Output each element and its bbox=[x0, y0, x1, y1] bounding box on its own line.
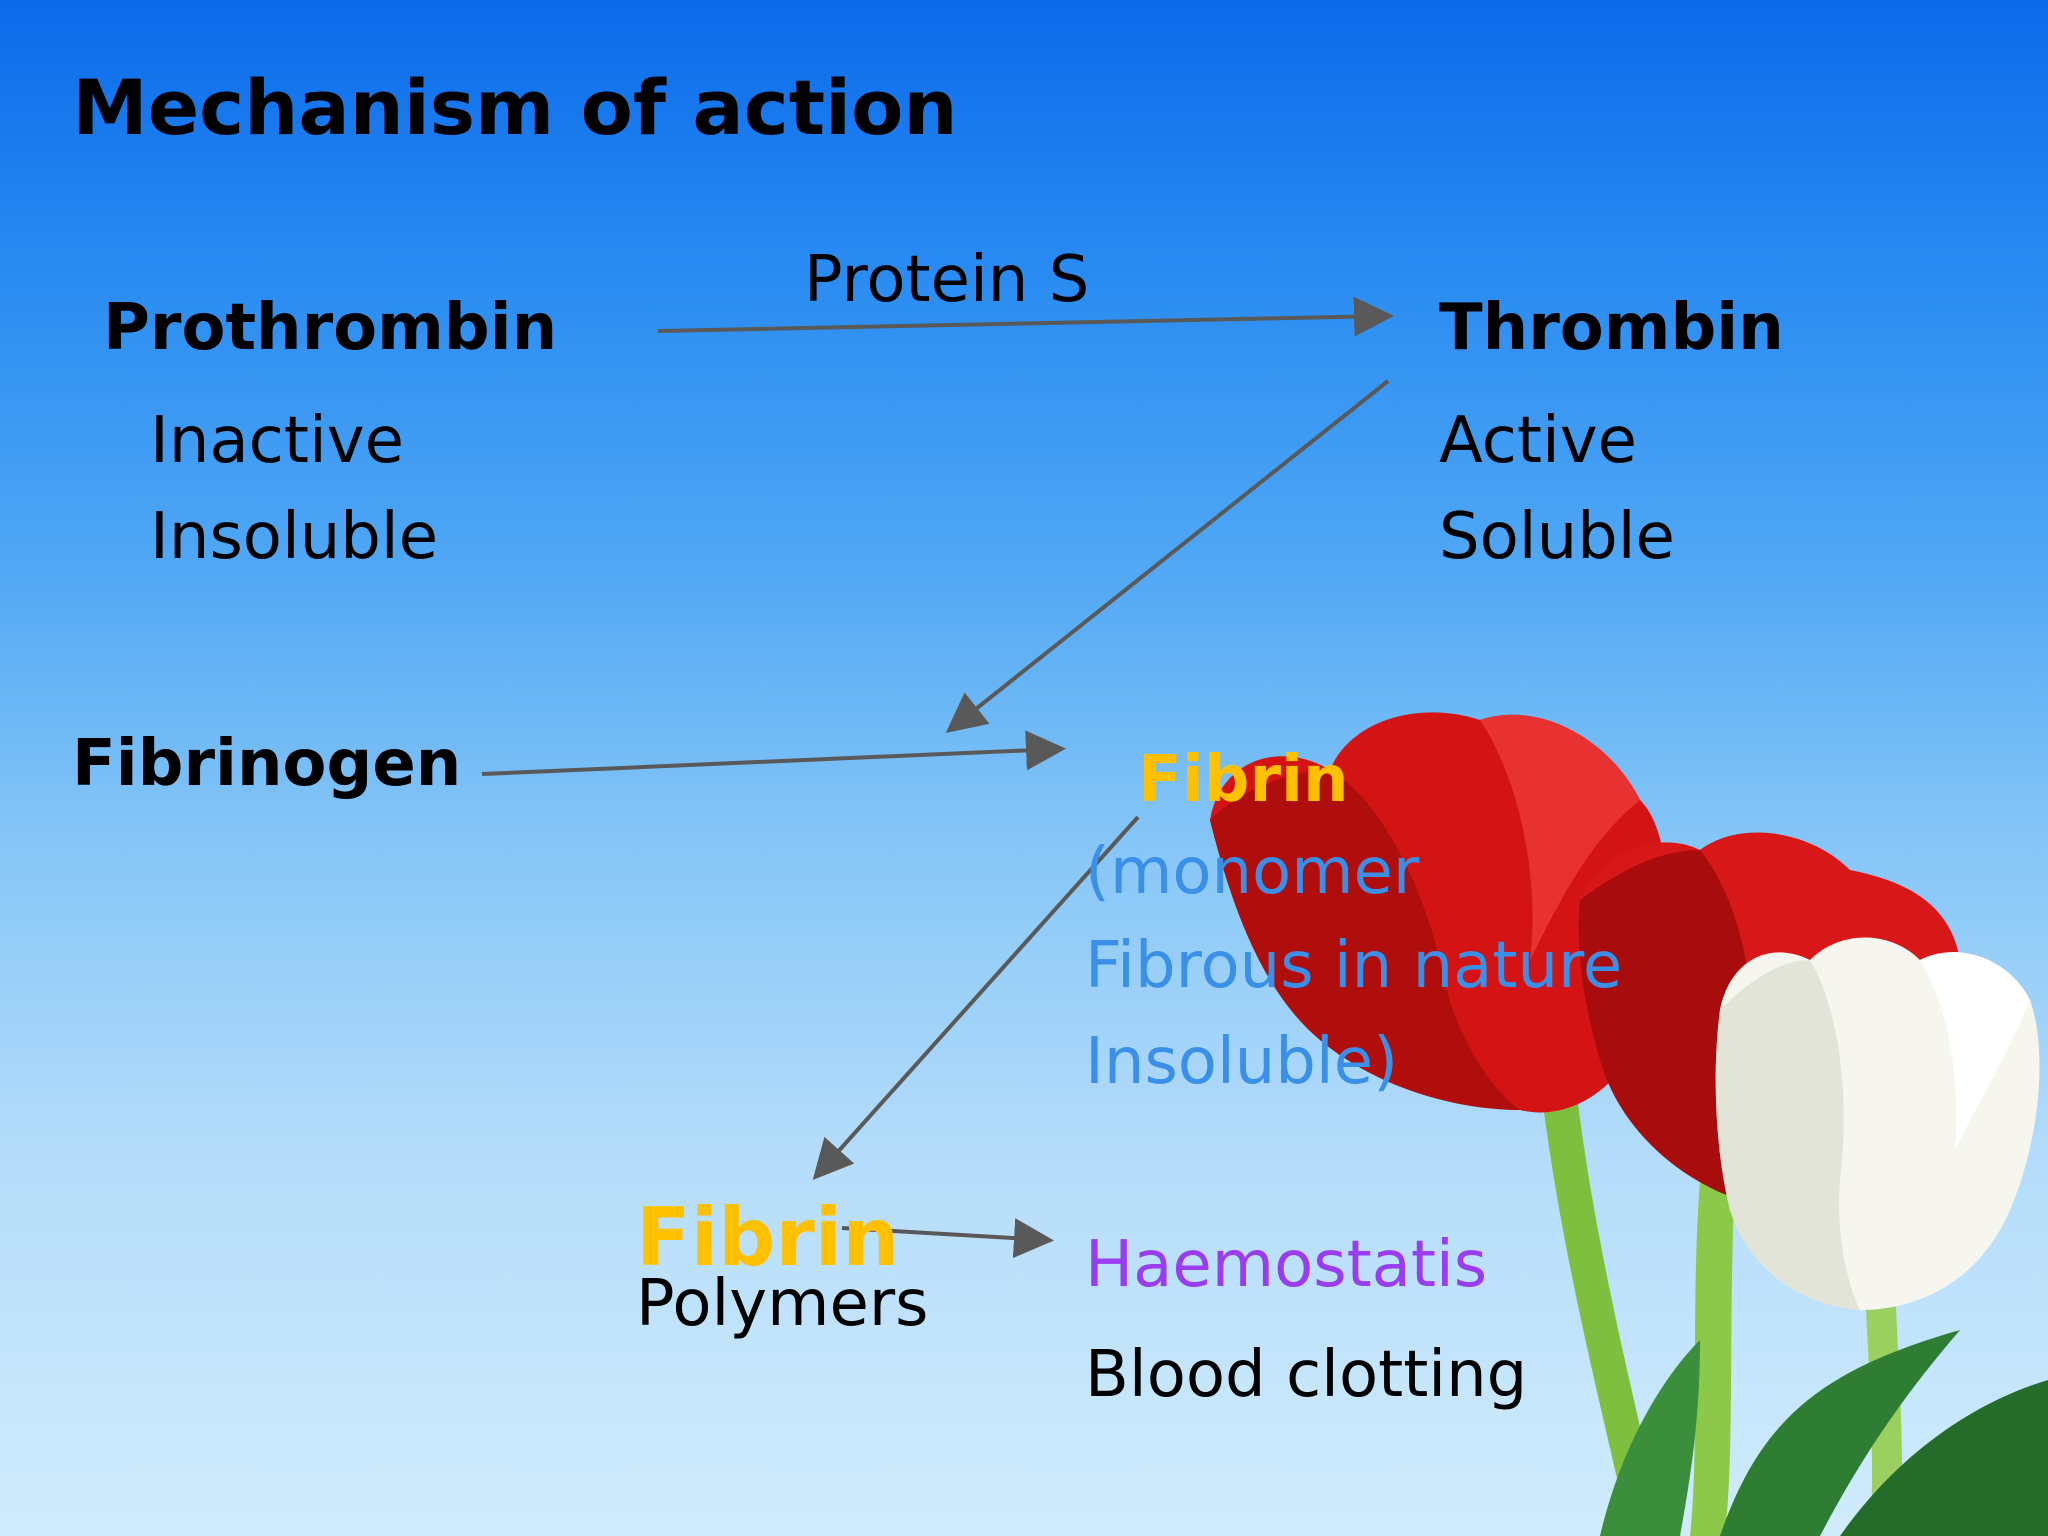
node-prothrombin: Prothrombin bbox=[103, 291, 558, 365]
node-thrombin: Thrombin bbox=[1439, 291, 1784, 365]
edge-label-protein-s: Protein S bbox=[804, 243, 1090, 317]
prothrombin-property-inactive: Inactive bbox=[150, 404, 404, 478]
slide-title: Mechanism of action bbox=[72, 63, 958, 152]
prothrombin-property-insoluble: Insoluble bbox=[150, 500, 439, 574]
node-fibrin-monomer: Fibrin bbox=[1138, 743, 1349, 817]
outcome-haemostatis: Haemostatis bbox=[1085, 1228, 1488, 1302]
fibrin-monomer-note-line-1: (monomer bbox=[1085, 835, 1420, 909]
fibrin-monomer-note-line-2: Fibrous in nature bbox=[1085, 929, 1623, 1003]
node-fibrinogen: Fibrinogen bbox=[72, 727, 462, 801]
thrombin-property-active: Active bbox=[1439, 404, 1637, 478]
fibrin-monomer-note-line-3: Insoluble) bbox=[1085, 1025, 1399, 1099]
outcome-blood-clotting: Blood clotting bbox=[1085, 1338, 1528, 1412]
fibrin-polymer-sublabel: Polymers bbox=[636, 1267, 929, 1341]
node-fibrin-polymer: Fibrin bbox=[636, 1191, 900, 1284]
thrombin-property-soluble: Soluble bbox=[1439, 500, 1675, 574]
